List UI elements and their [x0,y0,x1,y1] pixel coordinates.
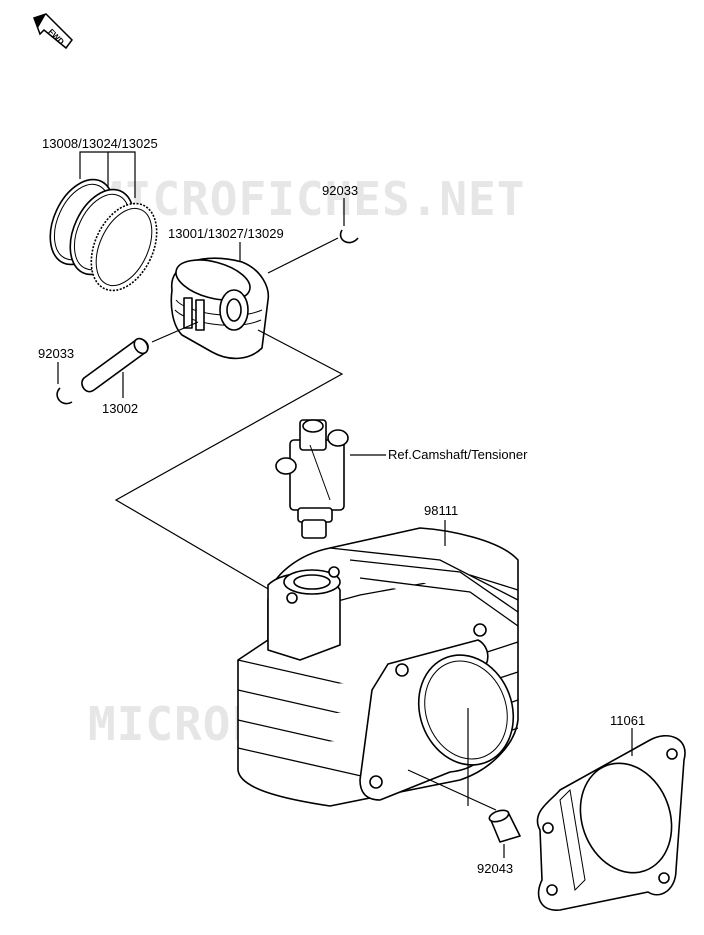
gasket [536,735,686,911]
fwd-arrow-icon: FWD [33,13,73,50]
label-clip-left: 92033 [38,346,74,361]
label-piston-rings: 13008/13024/13025 [42,136,158,151]
label-gasket: 11061 [610,713,645,728]
clip-right-line [267,237,339,274]
cylinder [237,527,519,807]
dowel-pin [488,809,521,843]
clip-right [339,229,359,244]
label-piston: 13001/13027/13029 [168,226,284,241]
pin-line [151,321,199,343]
label-cylinder: 98111 [424,503,458,518]
piston-pin [81,337,149,393]
clip-left [56,387,73,405]
label-piston-pin: 13002 [102,401,138,416]
piston [170,257,270,360]
label-dowel-pin: 92043 [477,861,513,876]
assembly-line [114,329,344,591]
label-tensioner-ref: Ref.Camshaft/Tensioner [388,447,528,462]
dowel-line-1 [407,769,497,811]
watermark-top: MICROFICHES.NET [95,172,525,226]
piston-rings [49,178,158,292]
cam-tensioner [275,419,349,539]
label-clip-right: 92033 [322,183,358,198]
